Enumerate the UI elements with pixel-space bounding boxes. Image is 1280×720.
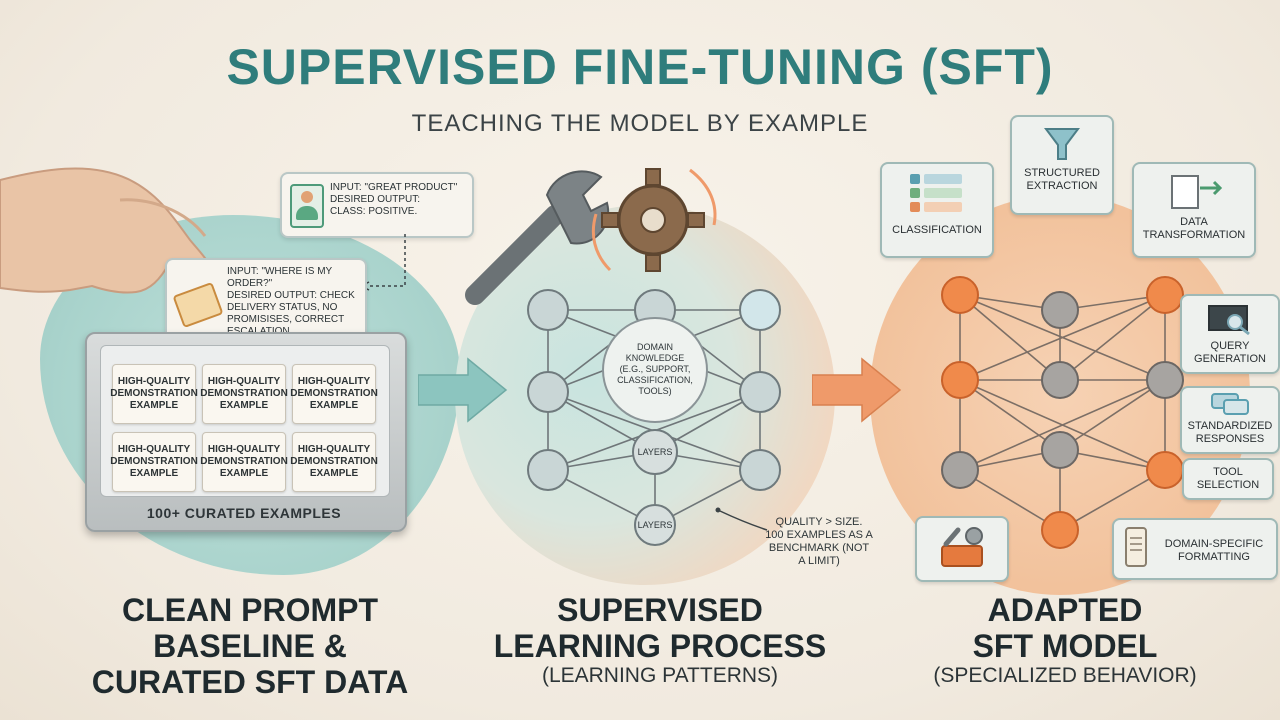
quality-note: QUALITY > SIZE. 100 EXAMPLES AS A BENCHM…	[765, 516, 873, 567]
callout-order-input: INPUT: "WHERE IS MY ORDER?"	[227, 266, 333, 289]
section-subtitle-middle: (LEARNING PATTERNS)	[541, 664, 779, 687]
scroll-document-icon	[1125, 527, 1147, 567]
arrow-to-model	[812, 357, 902, 423]
tray-label: 100+ CURATED EXAMPLES	[146, 505, 342, 521]
query-generation-text: QUERY GENERATION	[1194, 340, 1266, 365]
section-title-right: ADAPTED SFT MODEL	[972, 592, 1158, 664]
standardized-responses-text: STANDARDIZED RESPONSES	[1187, 420, 1273, 445]
learning-network	[527, 289, 781, 546]
rotation-arrows	[591, 168, 717, 272]
document-transform-icon	[1171, 175, 1223, 209]
callout-input-text: INPUT: "GREAT PRODUCT"	[330, 182, 458, 193]
tool-selection-label: TOOL SELECTION	[1182, 458, 1274, 500]
gear-icon	[601, 168, 705, 272]
section-title-left: CLEAN PROMPT BASELINE & CURATED SFT DATA	[91, 592, 409, 700]
classification-text: CLASSIFICATION	[892, 224, 982, 236]
demonstration-card: HIGH-QUALITY DEMONSTRATION EXAMPLE	[110, 364, 198, 424]
user-icon	[290, 184, 324, 228]
note-pointer	[715, 507, 768, 531]
chat-bubbles-icon	[1211, 393, 1249, 415]
standardized-responses-label: STANDARDIZED RESPONSES	[1180, 386, 1280, 454]
example-callout-positive: INPUT: "GREAT PRODUCT" DESIRED OUTPUT: C…	[280, 172, 474, 238]
demonstration-card: HIGH-QUALITY DEMONSTRATION EXAMPLE	[200, 432, 288, 492]
layers-label: LAYERS	[637, 447, 673, 457]
ticket-icon	[172, 281, 224, 329]
tool-selection-text: TOOL SELECTION	[1196, 466, 1260, 491]
callout-class-text: CLASS: POSITIVE.	[330, 206, 418, 217]
query-generation-label: QUERY GENERATION	[1180, 294, 1280, 374]
callout-output-text: DESIRED OUTPUT:	[330, 194, 421, 205]
section-subtitle-right: (SPECIALIZED BEHAVIOR)	[933, 664, 1197, 687]
toolbox-label	[915, 516, 1009, 582]
section-title-middle: SUPERVISED LEARNING PROCESS	[493, 592, 827, 664]
funnel-icon	[1044, 128, 1080, 160]
layers-label: LAYERS	[637, 520, 673, 530]
demonstration-card: HIGH-QUALITY DEMONSTRATION EXAMPLE	[290, 364, 378, 424]
demonstration-card: HIGH-QUALITY DEMONSTRATION EXAMPLE	[110, 432, 198, 492]
data-transformation-text: DATA TRANSFORMATION	[1142, 216, 1246, 241]
classification-label: CLASSIFICATION	[880, 162, 994, 258]
arrow-to-learning	[418, 357, 508, 423]
list-icon	[910, 174, 964, 218]
demonstration-card: HIGH-QUALITY DEMONSTRATION EXAMPLE	[200, 364, 288, 424]
structured-extraction-text: STRUCTURED EXTRACTION	[1024, 167, 1100, 192]
page-subtitle: TEACHING THE MODEL BY EXAMPLE	[411, 110, 869, 137]
data-transformation-label: DATA TRANSFORMATION	[1132, 162, 1256, 258]
adapted-network	[941, 276, 1184, 549]
toolbox-icon	[941, 527, 983, 567]
domain-knowledge-label: DOMAIN KNOWLEDGE (e.g., SUPPORT, CLASSIF…	[617, 342, 693, 396]
demonstration-card: HIGH-QUALITY DEMONSTRATION EXAMPLE	[290, 432, 378, 492]
callout-order-output: DESIRED OUTPUT: CHECK DELIVERY STATUS, N…	[227, 290, 355, 337]
domain-formatting-text: DOMAIN-SPECIFIC FORMATTING	[1164, 538, 1264, 563]
domain-formatting-label: DOMAIN-SPECIFIC FORMATTING	[1112, 518, 1278, 580]
structured-extraction-label: STRUCTURED EXTRACTION	[1010, 115, 1114, 215]
page-title: SUPERVISED FINE-TUNING (SFT)	[226, 39, 1054, 95]
magnifier-screen-icon	[1208, 305, 1250, 336]
